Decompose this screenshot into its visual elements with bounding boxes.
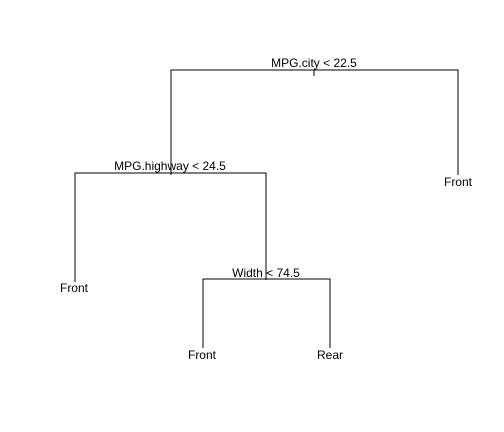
leaf-width-left-front: Front bbox=[188, 348, 217, 362]
leaf-width-right-rear: Rear bbox=[317, 348, 343, 362]
root-split-label: MPG.city < 22.5 bbox=[271, 56, 357, 70]
highway-split-label: MPG.highway < 24.5 bbox=[114, 159, 226, 173]
leaf-right-front: Front bbox=[444, 175, 473, 189]
width-split-branches bbox=[202, 278, 331, 348]
width-split-label: Width < 74.5 bbox=[232, 266, 300, 280]
highway-split-branches bbox=[74, 172, 267, 282]
leaf-left-front: Front bbox=[60, 281, 89, 295]
